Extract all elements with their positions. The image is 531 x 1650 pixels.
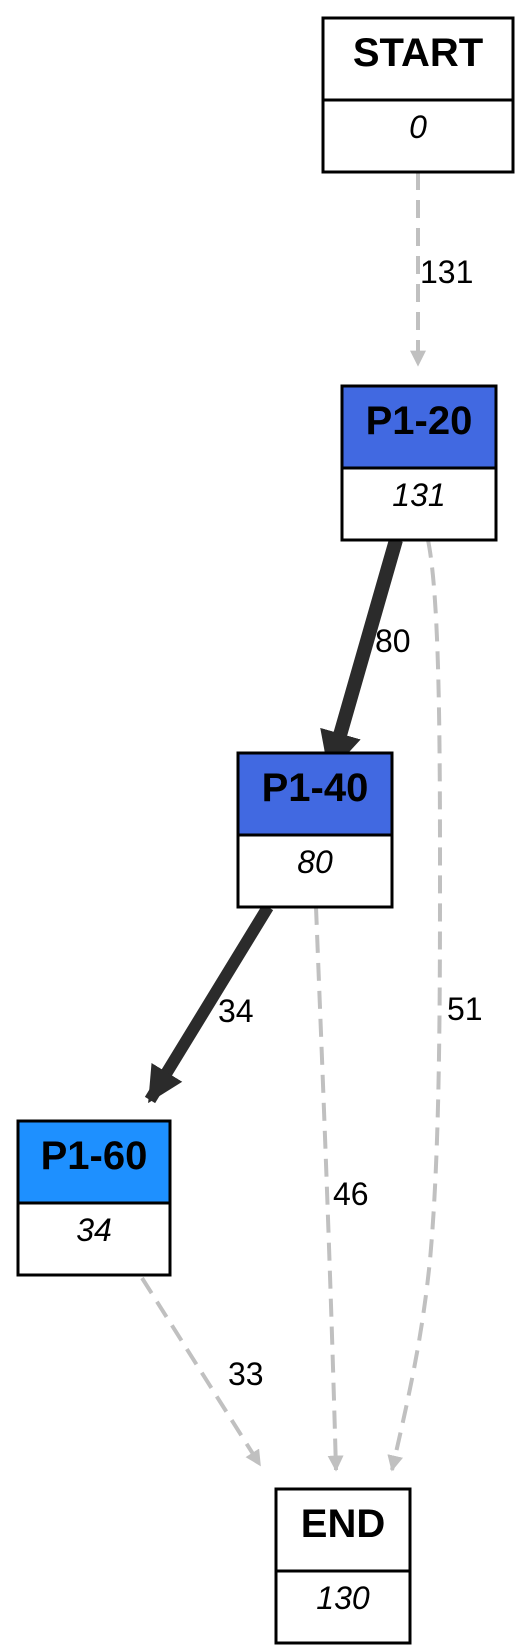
edge-label-p1-20-to-p1-40: 80	[375, 623, 411, 659]
node-start-header	[321, 16, 515, 102]
edge-label-p1-20-to-end: 51	[447, 991, 483, 1027]
node-end-count: 130	[316, 1580, 370, 1616]
node-p1-20-title: P1-20	[366, 399, 473, 443]
node-p1-40[interactable]: P1-40 80	[236, 751, 394, 909]
edge-p1-20-to-p1-40: 80	[320, 538, 411, 775]
node-p1-20-count: 131	[392, 477, 445, 513]
edge-p1-40-to-p1-60: 34	[144, 903, 274, 1104]
node-p1-60[interactable]: P1-60 34	[16, 1119, 172, 1277]
node-end[interactable]: END 130	[274, 1487, 412, 1645]
node-start[interactable]: START 0	[321, 16, 515, 174]
edge-start-to-p1-20: 131	[410, 172, 473, 367]
node-p1-20-header	[340, 384, 498, 470]
edge-label-p1-40-to-p1-60: 34	[218, 993, 254, 1029]
node-start-count: 0	[409, 109, 427, 145]
node-p1-40-title: P1-40	[262, 766, 369, 810]
node-p1-60-title: P1-60	[41, 1134, 148, 1178]
node-p1-60-count: 34	[76, 1212, 112, 1248]
node-p1-40-header	[236, 751, 394, 837]
node-p1-60-header	[16, 1119, 172, 1205]
edge-label-p1-60-to-end: 33	[228, 1356, 264, 1392]
edge-label-start-to-p1-20: 131	[420, 254, 473, 290]
node-end-header	[274, 1487, 412, 1573]
node-end-title: END	[301, 1502, 385, 1546]
edge-label-p1-40-to-end: 46	[333, 1176, 369, 1212]
edge-p1-40-to-end: 46	[314, 906, 369, 1472]
node-p1-20[interactable]: P1-20 131	[340, 384, 498, 542]
node-p1-40-count: 80	[297, 844, 333, 880]
edge-p1-20-to-end: 51	[387, 539, 483, 1472]
node-start-title: START	[353, 31, 483, 75]
edge-p1-60-to-end: 33	[140, 1276, 264, 1467]
